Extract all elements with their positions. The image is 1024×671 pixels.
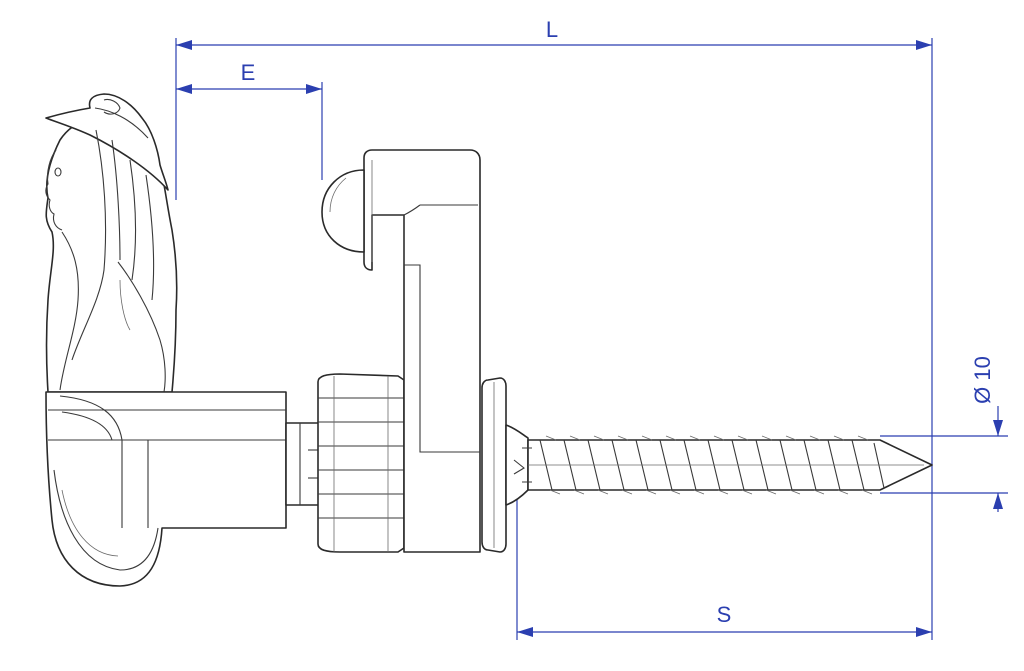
dimension-label-diameter: Ø 10 bbox=[970, 356, 995, 404]
bracket bbox=[321, 149, 481, 553]
dimension-label-e: E bbox=[241, 60, 256, 85]
dimension-lines bbox=[175, 38, 1008, 640]
shaft bbox=[285, 422, 321, 506]
dimension-label-s: S bbox=[717, 602, 732, 627]
figurine-head-ornament bbox=[45, 93, 178, 393]
dimension-label-l: L bbox=[546, 17, 558, 42]
base-housing bbox=[45, 391, 287, 587]
dimension-arrows bbox=[176, 40, 1003, 637]
screw bbox=[505, 424, 933, 506]
knurled-nut bbox=[317, 373, 405, 553]
washer bbox=[481, 377, 507, 553]
